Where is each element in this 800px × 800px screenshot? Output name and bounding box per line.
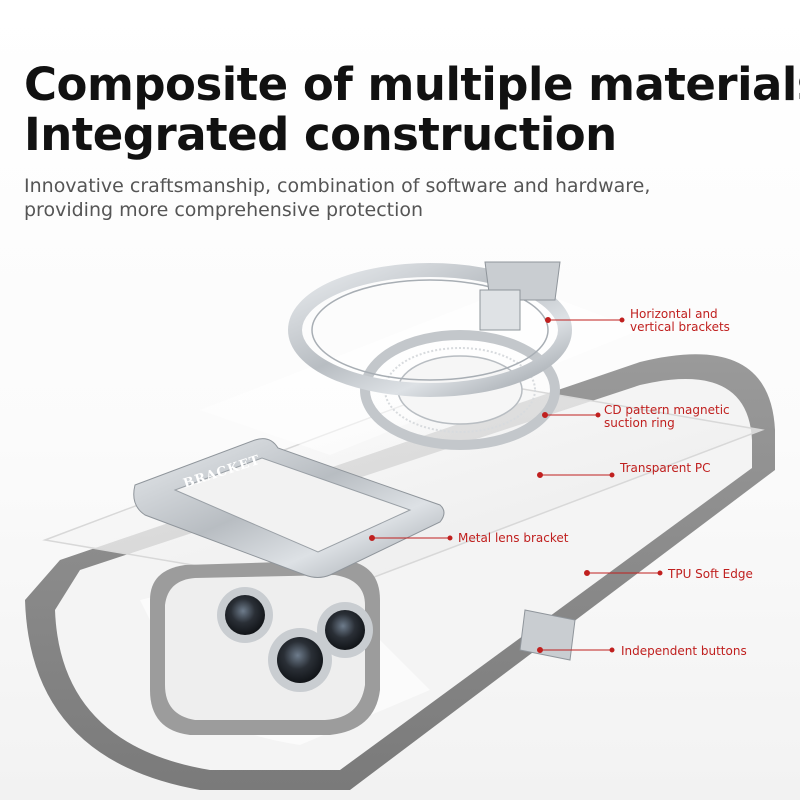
callout-brackets: Horizontal and vertical brackets	[630, 308, 730, 334]
callout-lens: Metal lens bracket	[458, 531, 569, 545]
callout-ring: CD pattern magnetic suction ring	[604, 404, 730, 430]
stand-bracket-ring	[288, 261, 572, 397]
callout-buttons: Independent buttons	[621, 644, 747, 658]
callout-brackets-line-1: Horizontal and	[630, 307, 718, 321]
callout-tpu: TPU Soft Edge	[668, 567, 753, 581]
headline-line-1: Composite of multiple materials	[24, 58, 800, 111]
subtitle-line-1: Innovative craftsmanship, combination of…	[24, 175, 651, 197]
callout-pc: Transparent PC	[620, 461, 711, 475]
camera-lens-icon	[317, 602, 373, 658]
headline: Composite of multiple materials Integrat…	[24, 58, 800, 161]
headline-line-2: Integrated construction	[24, 108, 617, 161]
camera-lens-icon	[268, 628, 332, 692]
independent-button	[519, 609, 576, 661]
subtitle-line-2: providing more comprehensive protection	[24, 199, 424, 221]
subtitle: Innovative craftsmanship, combination of…	[24, 174, 784, 222]
callout-brackets-line-2: vertical brackets	[630, 320, 730, 334]
camera-island	[150, 560, 380, 735]
callout-ring-line-1: CD pattern magnetic	[604, 403, 730, 417]
callout-ring-line-2: suction ring	[604, 416, 675, 430]
callout-leaders	[369, 317, 663, 653]
camera-lens-icon	[217, 587, 273, 643]
